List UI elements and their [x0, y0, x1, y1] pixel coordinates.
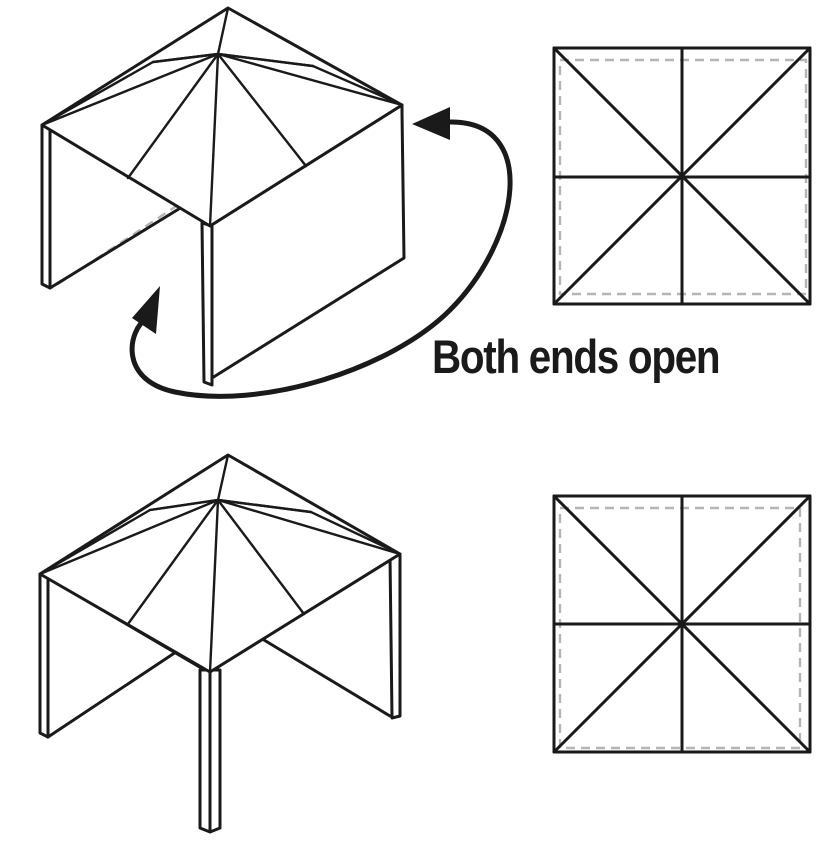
right-wall-panel — [388, 552, 402, 720]
arrow-curve — [129, 119, 513, 399]
roof-ridges — [38, 453, 402, 674]
plan-hidden-outline — [558, 506, 802, 750]
arrow-head-bottom — [132, 286, 160, 334]
front-corner-pole — [200, 221, 214, 387]
rotation-arrow — [129, 107, 513, 399]
tent-both-ends-open — [40, 6, 406, 387]
arrow-head-top — [412, 107, 450, 140]
left-wall-panel — [40, 123, 52, 290]
tent-corner-open — [38, 453, 402, 834]
caption-both-ends-open: Both ends open — [432, 330, 721, 383]
plan-view-bottom — [552, 494, 812, 754]
roof-ridges — [40, 6, 404, 228]
plan-view-top — [552, 46, 812, 306]
left-wall-panel — [38, 572, 50, 739]
